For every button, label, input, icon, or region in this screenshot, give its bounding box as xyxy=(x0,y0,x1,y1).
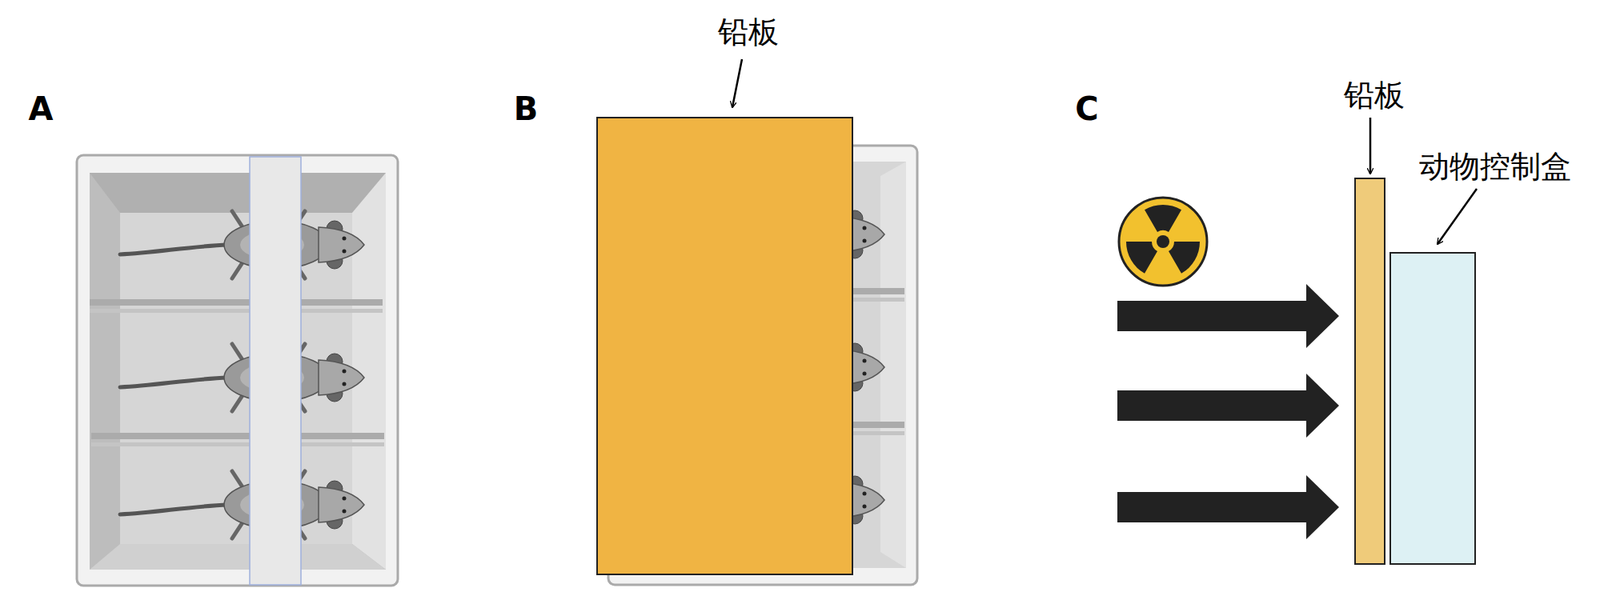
radiation-arrows xyxy=(1117,284,1340,540)
mouse-box-a xyxy=(76,155,398,586)
leader-line xyxy=(732,59,742,108)
mouse xyxy=(120,344,365,412)
leader-line xyxy=(1437,188,1477,245)
lead-plate xyxy=(597,117,853,575)
part-name: 动物控制盒 xyxy=(1419,151,1572,182)
leader-line xyxy=(1369,117,1372,174)
panel-letter: C xyxy=(1074,92,1099,125)
part-name: 铅板 xyxy=(1343,80,1405,111)
panel-letter: A xyxy=(28,92,54,125)
mouse xyxy=(120,471,365,539)
panel-letter: B xyxy=(513,92,539,125)
radiation-symbol xyxy=(1118,197,1208,286)
animal-box xyxy=(1390,252,1476,565)
mouse xyxy=(120,211,365,279)
lead-plate xyxy=(1355,178,1385,565)
part-name: 铅板 xyxy=(717,16,779,48)
